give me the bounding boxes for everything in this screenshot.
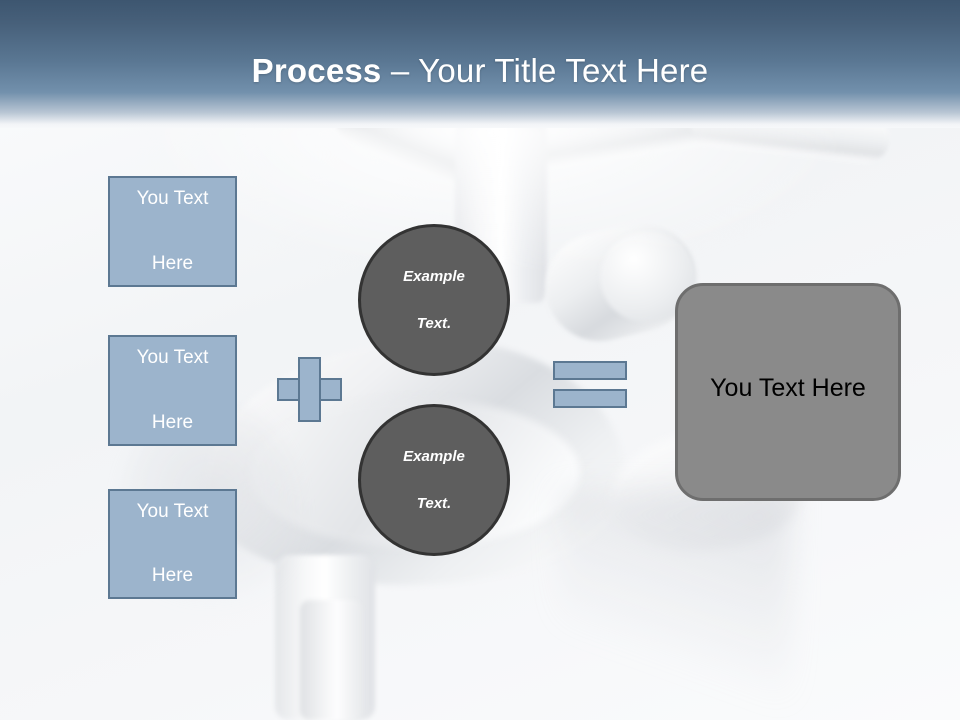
page-title: Process – Your Title Text Here [0, 52, 960, 90]
input-box-3-line2: Here [151, 565, 194, 587]
input-box-2-line1: You Text [136, 347, 209, 369]
plus-icon-center [300, 380, 319, 399]
input-box-2-line2: Here [151, 411, 194, 433]
example-circle-2-line2: Text. [416, 494, 452, 512]
input-box-1-line1: You Text [136, 188, 209, 210]
input-box-1-line2: Here [151, 252, 194, 274]
example-circle-1-line1: Example [403, 268, 465, 286]
page-title-rest: – Your Title Text Here [381, 52, 709, 89]
background-shadow [560, 490, 790, 720]
title-banner: Process – Your Title Text Here [0, 0, 960, 128]
example-circle-1-line2: Text. [416, 314, 452, 332]
equals-icon [553, 361, 627, 408]
example-circle-2-line1: Example [403, 448, 465, 466]
input-box-3-line1: You Text [136, 500, 209, 522]
background-top-glow [140, 120, 840, 270]
plus-icon [277, 357, 342, 422]
result-box[interactable]: You Text Here [675, 283, 901, 501]
equals-icon-bottom-bar [553, 389, 627, 408]
pipe-shape-lower-stem-inner [300, 600, 362, 720]
equals-icon-top-bar [553, 361, 627, 380]
page-title-bold: Process [251, 52, 382, 89]
result-box-label: You Text Here [710, 373, 866, 402]
